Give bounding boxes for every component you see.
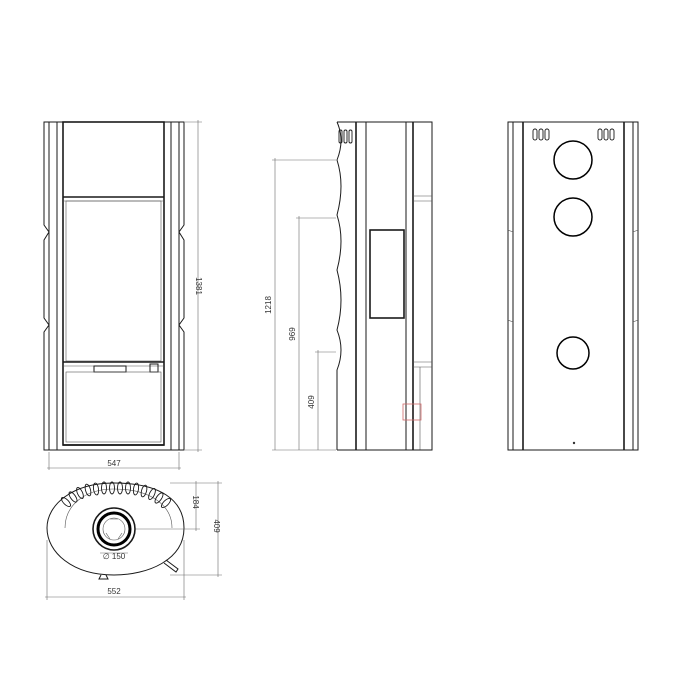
rear-view <box>507 121 639 451</box>
rear-flue-hole-middle <box>553 197 593 237</box>
front-view: 547 1381 <box>43 120 203 470</box>
top-vent-slots <box>60 481 172 509</box>
front-inner-frame <box>62 121 165 446</box>
front-body-outline <box>48 121 180 451</box>
side-dim-969-label: 969 <box>288 327 297 341</box>
front-door-handle <box>93 365 127 373</box>
front-ash-drawer <box>65 371 162 443</box>
rear-flue-hole-top <box>553 140 593 180</box>
top-flue-ring <box>96 511 132 547</box>
rear-air-hole <box>556 336 590 370</box>
side-view: 1218 969 409 <box>264 121 433 451</box>
top-depth-partial-label: 184 <box>191 495 200 509</box>
top-width-label: 552 <box>107 587 121 596</box>
top-view: ∅ 150 184 409 552 <box>45 481 222 600</box>
side-window <box>369 229 405 319</box>
side-dim-409-label: 409 <box>307 395 316 409</box>
side-dim-1218-label: 1218 <box>264 296 273 314</box>
rear-body-outline <box>507 121 639 451</box>
top-flue-outer <box>92 507 136 551</box>
top-body-outline <box>46 482 185 576</box>
top-depth-total-label: 409 <box>212 519 221 533</box>
top-flue-diameter-label: ∅ 150 <box>103 552 126 561</box>
front-height-label: 1381 <box>194 277 203 295</box>
front-glass-door <box>65 200 162 362</box>
front-width-label: 547 <box>107 459 121 468</box>
